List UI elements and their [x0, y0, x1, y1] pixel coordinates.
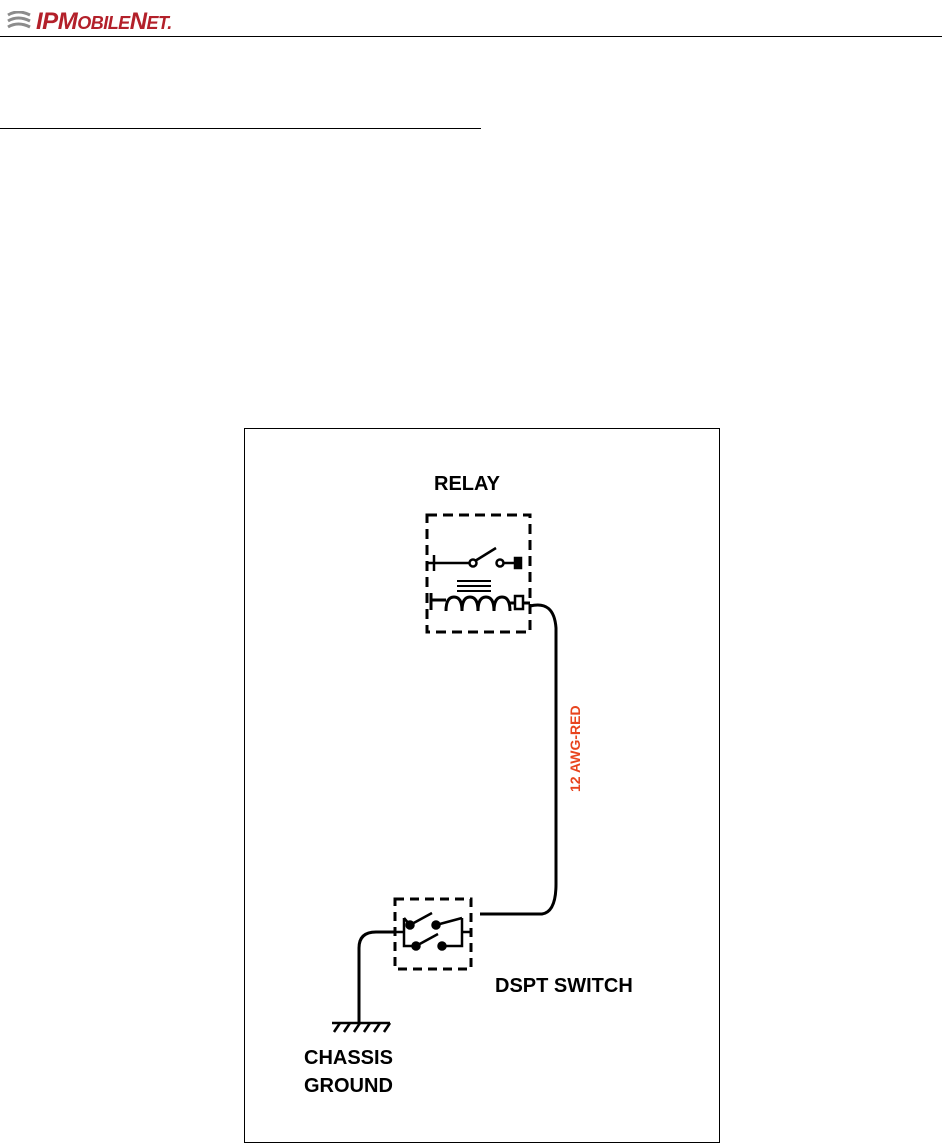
chassis-ground-label-line2: GROUND [304, 1075, 393, 1097]
page-header: IPMOBILENET. [0, 0, 942, 40]
relay-label: RELAY [434, 473, 501, 495]
wire-to-ground [359, 932, 395, 1022]
relay-core-icon [457, 581, 491, 591]
relay-box [427, 515, 530, 632]
ipmobilenet-swoosh-icon [6, 11, 32, 33]
relay-coil-icon [431, 593, 530, 611]
section-heading-underline [0, 128, 481, 129]
wire-label: 12 AWG-RED [567, 705, 583, 792]
relay-contact-icon [427, 548, 521, 571]
header-divider [0, 36, 942, 37]
chassis-ground-icon [332, 1023, 390, 1032]
logo-wordmark: IPMOBILENET. [36, 8, 172, 37]
wire-12awg-red [480, 605, 556, 914]
chassis-ground-label-line1: CHASSIS [304, 1047, 393, 1069]
dspt-switch-caption: DSPT SWITCH [495, 975, 633, 997]
wiring-diagram: RELAY 12 AWG-RED [244, 428, 720, 1143]
company-logo: IPMOBILENET. [6, 8, 206, 34]
dspt-switch-box [395, 899, 471, 969]
dspt-switch-icon [395, 913, 471, 950]
